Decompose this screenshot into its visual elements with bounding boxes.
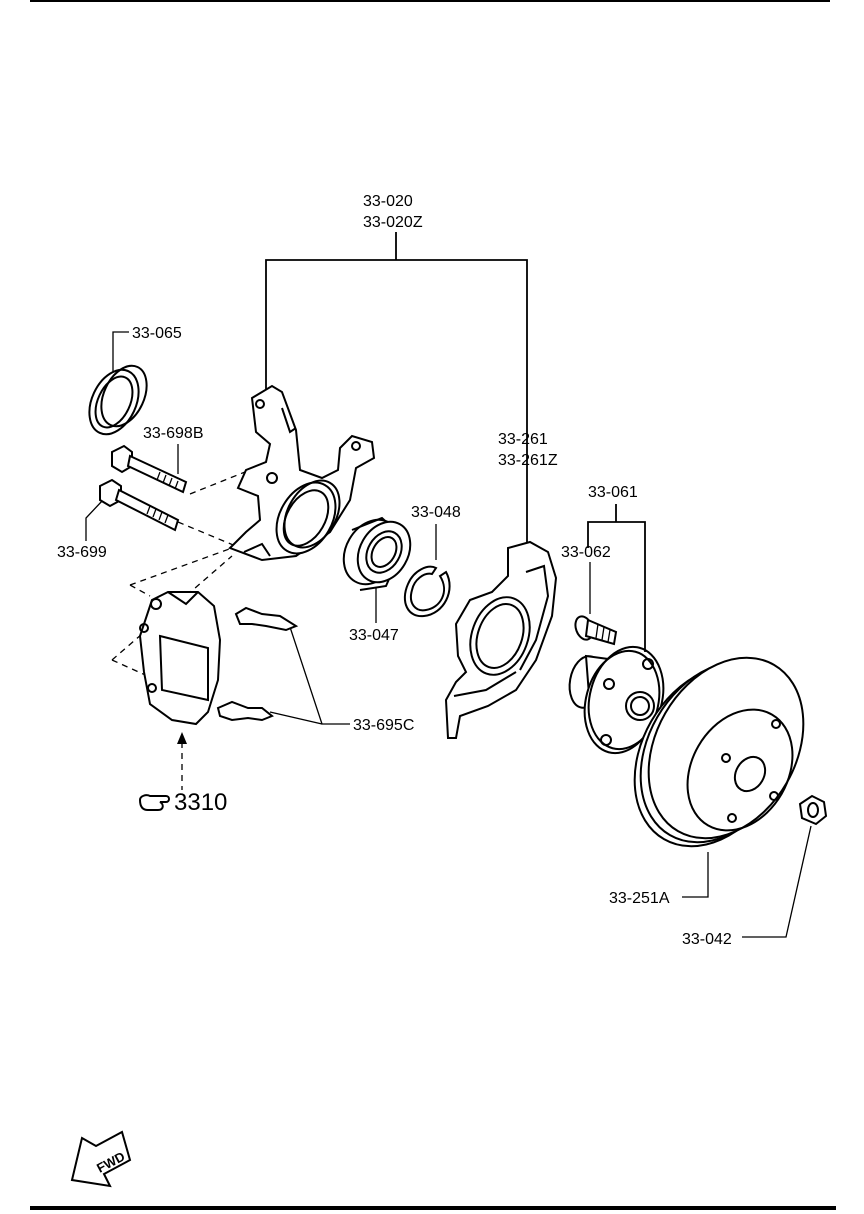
label-knuckle: 33-020 (363, 193, 413, 210)
snap-ring-part (403, 565, 451, 618)
leader-pad-clips (289, 626, 350, 725)
label-dust-cover: 33-261 (498, 431, 548, 448)
brake-disc-part (633, 656, 805, 848)
pad-clip-upper-part (234, 606, 299, 632)
wheel-nut-part (798, 794, 828, 826)
dust-seal-part (88, 364, 148, 436)
assembly-line-2 (177, 521, 251, 553)
label-hub: 33-061 (588, 484, 638, 501)
label-dust-seal: 33-065 (132, 325, 182, 342)
fwd-arrow-icon: FWD (70, 1130, 132, 1188)
leader-pad-clips-2 (269, 711, 323, 725)
assembly-line-3 (129, 547, 233, 586)
pad-clip-lower-part (216, 700, 274, 722)
bolt-upper-part (111, 444, 188, 494)
caliper-arrowhead (177, 732, 187, 744)
label-bearing: 33-047 (349, 627, 399, 644)
leader-nut (742, 825, 812, 938)
label-bolt-upper: 33-698B (143, 425, 204, 442)
assembly-line-1 (189, 471, 246, 495)
leader-disc (682, 852, 709, 898)
leader-bolt-lower (85, 499, 104, 541)
brake-caliper-part (138, 591, 222, 726)
leader-dust-seal (112, 331, 129, 372)
label-bolt-lower: 33-699 (57, 544, 107, 561)
label-dust-cover-alt: 33-261Z (498, 452, 558, 469)
assembly-line-6 (129, 584, 151, 597)
wheel-bearing-part (342, 516, 412, 591)
pointing-hand-icon (138, 794, 170, 811)
dust-cover-part (444, 540, 558, 739)
label-disc: 33-251A (609, 890, 670, 907)
label-caliper-ref: 3310 (174, 789, 227, 816)
label-pad-clips: 33-695C (353, 717, 414, 734)
label-knuckle-alt: 33-020Z (363, 214, 423, 231)
bolt-lower-part (99, 478, 180, 532)
label-hub-bolt: 33-062 (561, 544, 611, 561)
label-snap-ring: 33-048 (411, 504, 461, 521)
steering-knuckle-part (228, 384, 376, 562)
hub-bolt-part (574, 615, 618, 646)
label-nut: 33-042 (682, 931, 732, 948)
